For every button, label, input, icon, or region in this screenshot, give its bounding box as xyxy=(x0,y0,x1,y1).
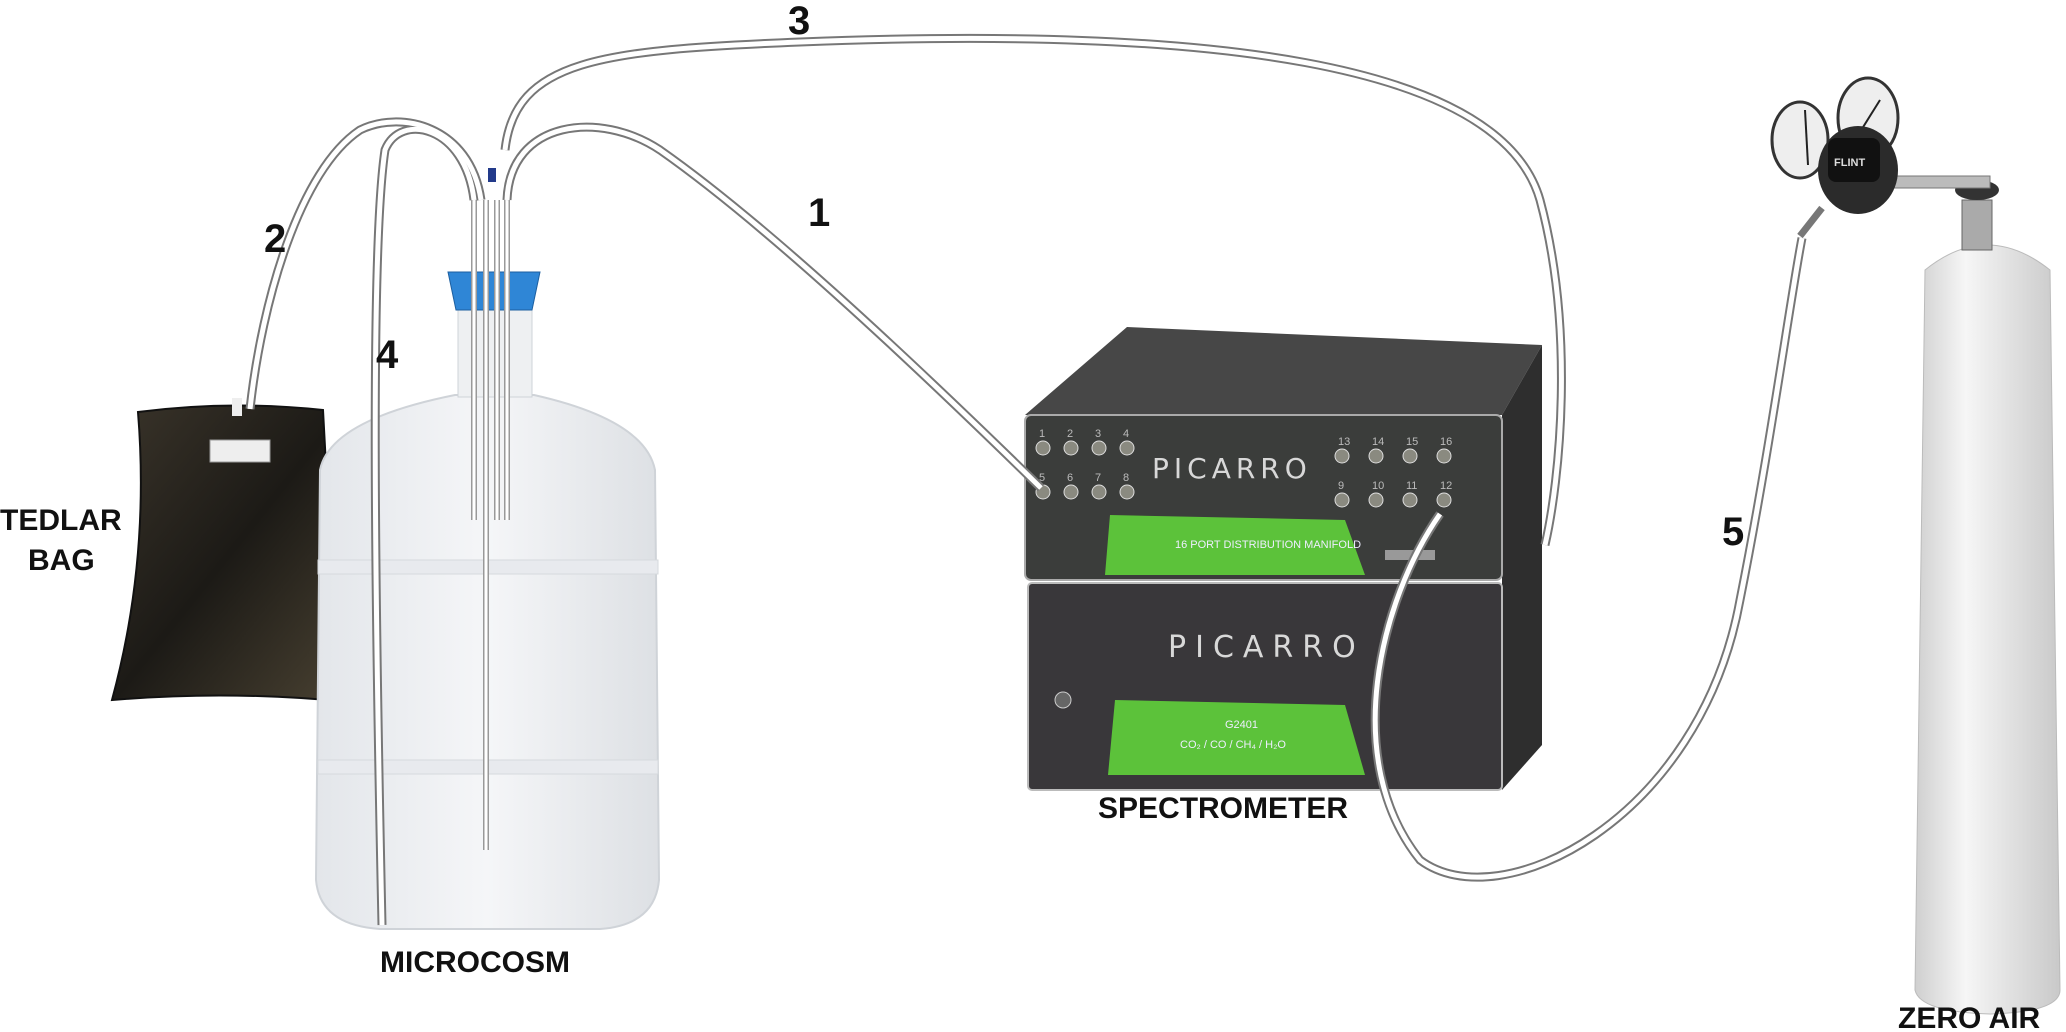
port-number: 3 xyxy=(1095,428,1101,440)
tube-label-1: 1 xyxy=(808,191,830,235)
zero-air-label: ZERO AIR xyxy=(1898,1002,2041,1032)
port-fitting xyxy=(1334,492,1350,508)
microcosm-label: MICROCOSM xyxy=(380,946,570,979)
port-number: 10 xyxy=(1372,480,1384,492)
port-number: 15 xyxy=(1406,436,1418,448)
port-fitting xyxy=(1368,448,1384,464)
analyzer-model: G2401 xyxy=(1225,719,1258,731)
port-fitting xyxy=(1063,440,1079,456)
tubing xyxy=(245,33,1807,926)
analyzer-gases: CO₂ / CO / CH₄ / H₂O xyxy=(1180,739,1286,751)
port-number: 16 xyxy=(1440,436,1452,448)
tube-label-5: 5 xyxy=(1722,510,1744,554)
bag-valve xyxy=(232,398,242,416)
tedlar-bag xyxy=(110,398,351,704)
port-fitting xyxy=(1402,448,1418,464)
port-fitting xyxy=(1402,492,1418,508)
port-fitting xyxy=(1436,448,1452,464)
port-fitting xyxy=(1119,484,1135,500)
port-fitting xyxy=(1436,492,1452,508)
tedlar-bag-label-line1: TEDLAR xyxy=(0,504,122,537)
port-number: 2 xyxy=(1067,428,1073,440)
bag-label xyxy=(209,439,271,463)
usb-slot xyxy=(1385,550,1435,560)
port-number: 12 xyxy=(1440,480,1452,492)
port-number: 13 xyxy=(1338,436,1350,448)
spectrometer: PICARRO PICARRO 16 PORT DISTRIBUTION MAN… xyxy=(1024,327,1542,791)
port-number: 6 xyxy=(1067,472,1073,484)
port-fitting xyxy=(1334,448,1350,464)
port-fitting xyxy=(1091,484,1107,500)
tube-2 xyxy=(245,117,486,410)
spectrometer-label: SPECTROMETER xyxy=(1098,792,1348,825)
tube-label-2: 2 xyxy=(264,217,286,261)
port-number: 9 xyxy=(1338,480,1344,492)
port-number: 11 xyxy=(1406,480,1417,492)
microcosm-jug xyxy=(314,168,661,930)
tube-label-3: 3 xyxy=(788,0,810,43)
manifold-brand: PICARRO xyxy=(1152,452,1312,485)
pressure-gauge-low xyxy=(1770,100,1830,180)
regulator-brand: FLINT xyxy=(1834,157,1865,169)
port-fitting xyxy=(1091,440,1107,456)
port-fitting xyxy=(1119,440,1135,456)
valve-icon xyxy=(488,168,496,182)
port-number: 5 xyxy=(1039,472,1045,484)
port-number: 7 xyxy=(1095,472,1101,484)
tedlar-bag-label-line2: BAG xyxy=(28,544,95,577)
analyzer-brand: PICARRO xyxy=(1168,630,1365,665)
port-number: 8 xyxy=(1123,472,1129,484)
power-button xyxy=(1054,691,1072,709)
port-fitting xyxy=(1035,440,1051,456)
tube-label-4: 4 xyxy=(376,333,399,377)
zero-air-cylinder: FLINT xyxy=(1770,76,2061,1015)
port-number: 14 xyxy=(1372,436,1384,448)
port-number: 1 xyxy=(1039,428,1045,440)
port-fitting xyxy=(1063,484,1079,500)
manifold-panel-label: 16 PORT DISTRIBUTION MANIFOLD xyxy=(1175,539,1361,551)
port-number: 4 xyxy=(1123,428,1129,440)
port-fitting xyxy=(1368,492,1384,508)
